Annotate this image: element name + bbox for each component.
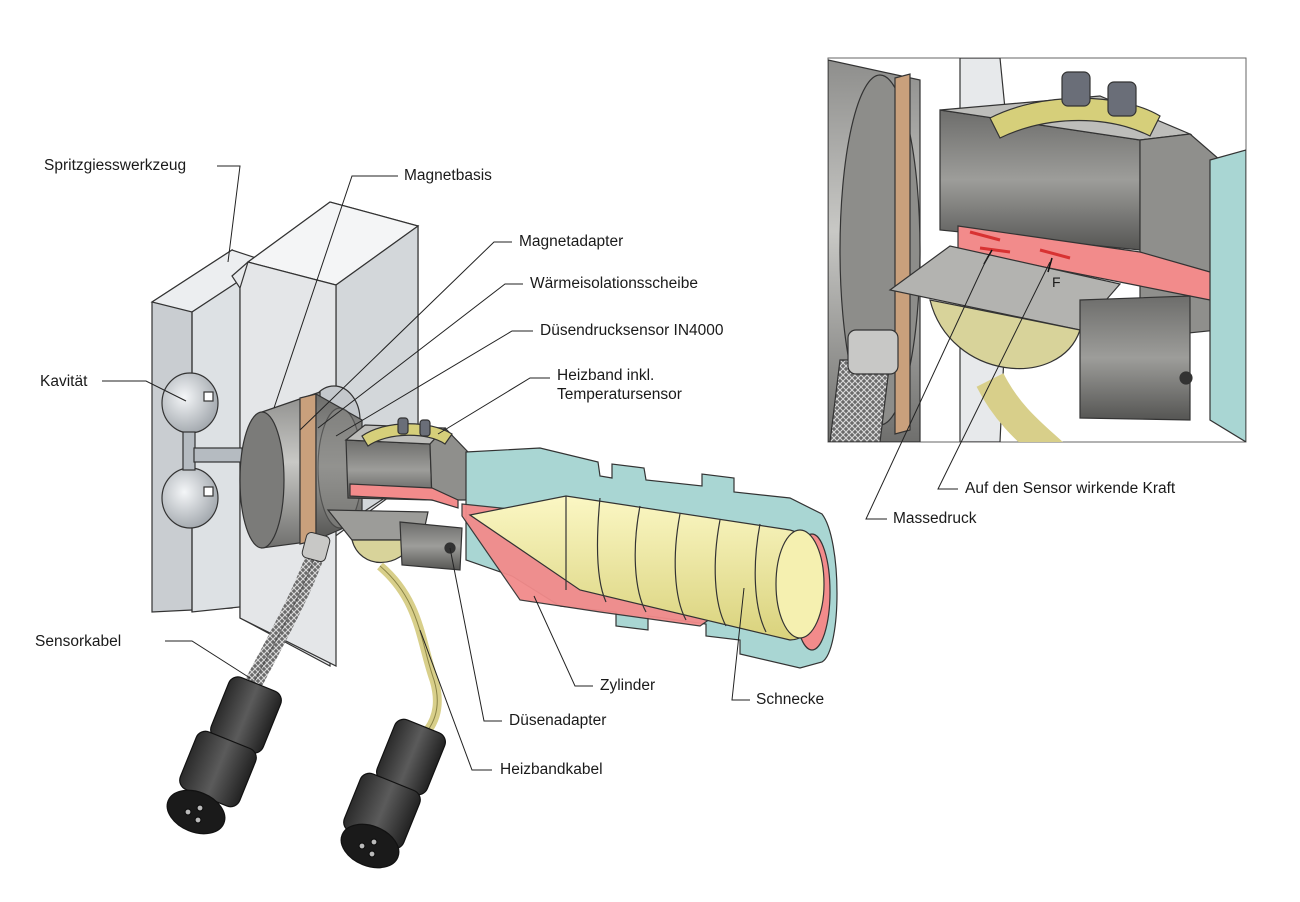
label-schnecke: Schnecke xyxy=(756,691,825,708)
label-massedruck: Massedruck xyxy=(893,510,977,527)
label-duesendrucksensor: Düsendrucksensor IN4000 xyxy=(540,322,724,339)
magnet-base-assembly xyxy=(239,391,363,549)
label-heizband-line2: Temperatursensor xyxy=(557,386,682,403)
label-force-symbol: F xyxy=(1052,274,1061,290)
screw xyxy=(468,495,825,641)
label-duesenadapter: Düsenadapter xyxy=(509,712,607,729)
leader-heizband xyxy=(437,377,550,435)
label-waermeisolationsscheibe: Wärmeisolationsscheibe xyxy=(530,275,698,292)
leader-heizbandkabel xyxy=(419,629,492,771)
label-zylinder: Zylinder xyxy=(600,677,656,694)
leader-duesenadapter xyxy=(449,547,502,722)
leader-massedruck xyxy=(865,255,989,520)
heater-band-cable-connector xyxy=(340,718,446,869)
sensor-housing xyxy=(326,417,469,571)
leader-waermeisolationsscheibe xyxy=(317,283,523,429)
label-kavitaet: Kavität xyxy=(40,373,88,390)
cavity-lower xyxy=(161,467,219,529)
leader-lines xyxy=(102,165,1051,771)
leader-schnecke xyxy=(731,587,750,701)
detail-inset xyxy=(827,57,1247,443)
label-sensorkabel: Sensorkabel xyxy=(35,633,122,650)
leader-duesendrucksensor xyxy=(335,330,533,437)
leader-zylinder xyxy=(533,595,593,687)
leader-magnetbasis xyxy=(273,175,398,409)
leader-kavitaet xyxy=(102,380,187,402)
label-magnetbasis: Magnetbasis xyxy=(404,167,492,184)
leader-kraft xyxy=(937,261,1051,490)
label-auf-den-sensor-wirkende-kraft: Auf den Sensor wirkende Kraft xyxy=(965,480,1176,497)
label-magnetadapter: Magnetadapter xyxy=(519,233,624,250)
leader-magnetadapter xyxy=(299,241,512,431)
leader-spritzgiesswerkzeug xyxy=(217,165,241,263)
sensor-cable xyxy=(241,531,331,695)
label-heizband-line1: Heizband inkl. xyxy=(557,367,655,384)
sensor-cable-connector xyxy=(166,676,282,835)
leader-sensorkabel xyxy=(165,640,251,679)
heater-band-cable xyxy=(377,562,442,733)
label-spritzgiesswerkzeug: Spritzgiesswerkzeug xyxy=(44,157,187,174)
label-heizbandkabel: Heizbandkabel xyxy=(500,761,603,778)
cavity-upper xyxy=(161,372,219,434)
